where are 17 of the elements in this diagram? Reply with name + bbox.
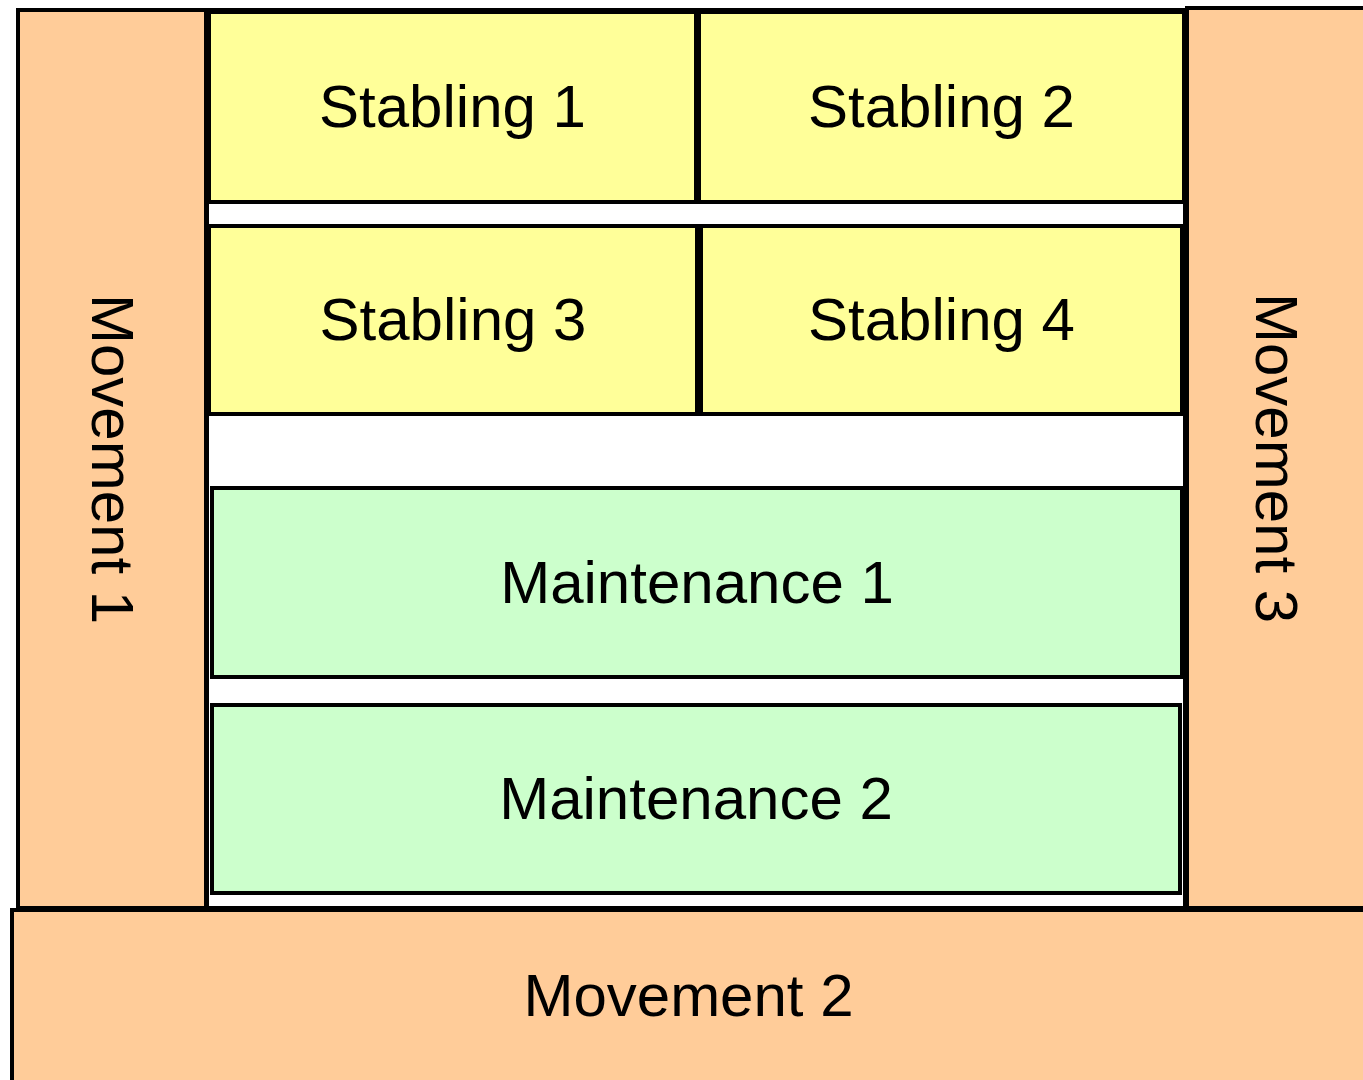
area-label: Movement 1 [82,293,142,625]
area-label: Stabling 4 [808,290,1075,350]
area-label: Movement 3 [1246,292,1306,624]
stabling-area [207,224,699,416]
maintenance-area [210,486,1184,679]
stabling-area [207,10,698,204]
movement-area [10,908,1363,1080]
movement-area [1185,6,1363,910]
stabling-area [697,10,1186,204]
area-label: Maintenance 1 [500,552,894,613]
movement-area [16,8,208,910]
area-label: Movement 2 [523,966,854,1026]
area-label: Stabling 3 [319,290,587,350]
maintenance-area [210,703,1182,895]
area-label: Maintenance 2 [499,769,893,829]
area-label: Stabling 2 [808,77,1075,137]
area-label: Stabling 1 [319,77,586,137]
